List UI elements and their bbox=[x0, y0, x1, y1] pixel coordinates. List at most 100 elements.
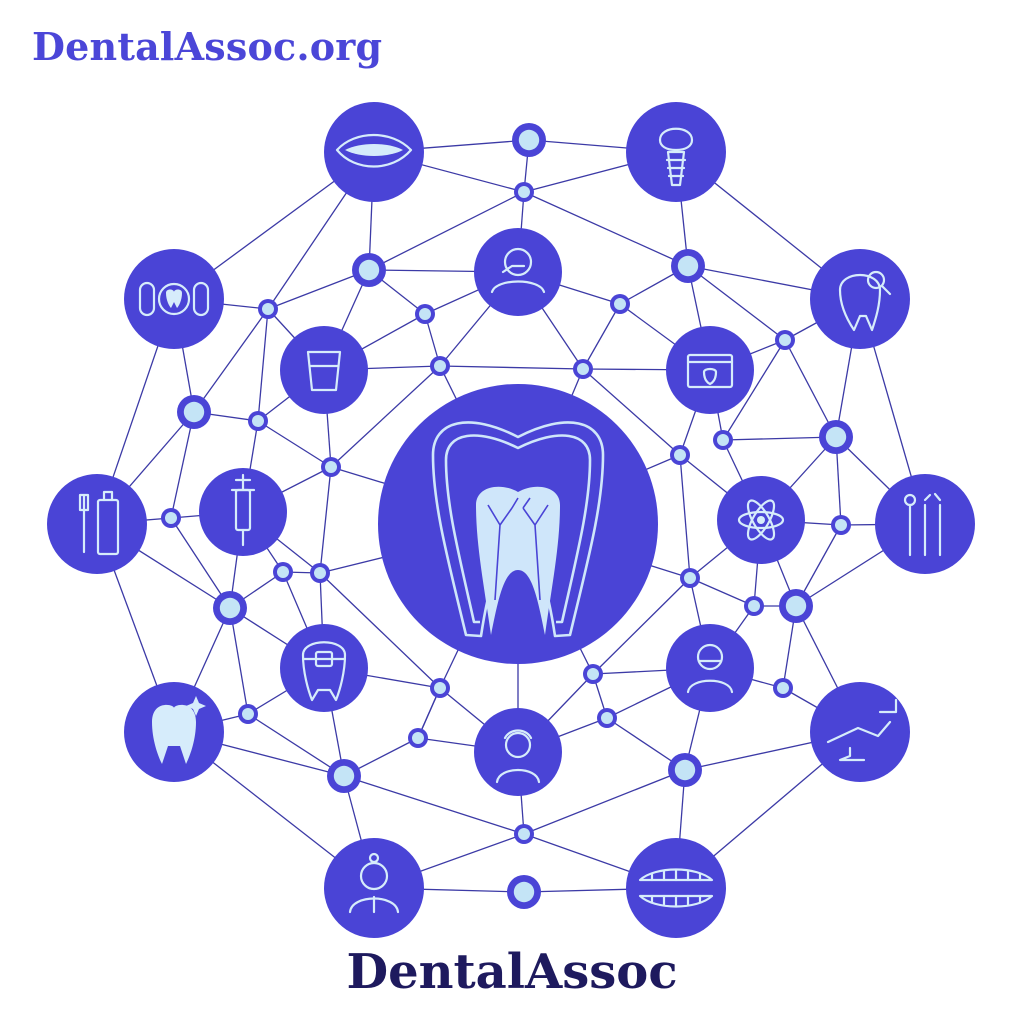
junction-dot bbox=[671, 249, 705, 283]
network-edge bbox=[257, 420, 332, 468]
junction-dot bbox=[177, 395, 211, 429]
network-edge bbox=[247, 713, 345, 777]
junction-dot bbox=[430, 356, 450, 376]
junction-dot bbox=[352, 253, 386, 287]
toothbrush-toothpaste-icon bbox=[78, 490, 120, 556]
tooth-braces-icon bbox=[301, 641, 347, 702]
node-tools bbox=[875, 474, 975, 574]
node-smile bbox=[324, 102, 424, 202]
junction-dot bbox=[514, 824, 534, 844]
junction-dot bbox=[415, 304, 435, 324]
dental-xray-screen-icon bbox=[686, 353, 734, 389]
node-braces bbox=[280, 624, 368, 712]
network-edge bbox=[722, 339, 786, 441]
network-edge bbox=[439, 365, 584, 370]
junction-dot bbox=[248, 411, 268, 431]
node-surgeon bbox=[666, 624, 754, 712]
network-junction-dots bbox=[161, 123, 853, 909]
node-dentist-woman bbox=[474, 708, 562, 796]
junction-dot bbox=[597, 708, 617, 728]
brand-title: DentalAssoc bbox=[346, 944, 678, 1000]
dental-surgeon-icon bbox=[686, 643, 734, 694]
node-brushing bbox=[474, 228, 562, 316]
network-edge bbox=[343, 775, 525, 835]
network-edge bbox=[170, 411, 195, 519]
network-edge bbox=[689, 577, 755, 607]
junction-dot bbox=[310, 563, 330, 583]
junction-dot bbox=[713, 430, 733, 450]
person-brushing-teeth-icon bbox=[490, 247, 546, 294]
node-clean bbox=[124, 682, 224, 782]
anesthesia-syringe-icon bbox=[230, 473, 256, 547]
junction-dot bbox=[775, 330, 795, 350]
network-edge bbox=[193, 308, 269, 413]
site-url[interactable]: DentalAssoc.org bbox=[32, 24, 383, 69]
junction-dot bbox=[583, 664, 603, 684]
network-edge bbox=[319, 572, 441, 689]
tooth-root-canal-icon bbox=[431, 421, 605, 638]
network-edge bbox=[523, 191, 689, 267]
junction-dot bbox=[514, 182, 534, 202]
network-edge bbox=[319, 466, 332, 574]
junction-dot bbox=[773, 678, 793, 698]
junction-dot bbox=[161, 508, 181, 528]
junction-dot bbox=[512, 123, 546, 157]
network-edge bbox=[170, 517, 231, 609]
network-edge bbox=[784, 339, 837, 438]
junction-dot bbox=[831, 515, 851, 535]
junction-dot bbox=[744, 596, 764, 616]
junction-dot bbox=[779, 589, 813, 623]
node-pills bbox=[124, 249, 224, 349]
network-edge bbox=[267, 269, 370, 310]
dental-chair-icon bbox=[826, 698, 898, 762]
network-edge bbox=[257, 308, 269, 422]
clean-tooth-sparkle-icon bbox=[152, 696, 206, 764]
junction-dot bbox=[213, 591, 247, 625]
junction-dot bbox=[321, 457, 341, 477]
junction-dot bbox=[258, 299, 278, 319]
junction-dot bbox=[670, 445, 690, 465]
dental-tools-icon bbox=[903, 492, 942, 557]
junction-dot bbox=[327, 759, 361, 793]
dentures-icon bbox=[638, 868, 714, 908]
junction-dot bbox=[238, 704, 258, 724]
pills-tooth-icon bbox=[138, 281, 210, 317]
node-toothbrush bbox=[47, 474, 147, 574]
network-edge bbox=[582, 368, 681, 456]
network-edge bbox=[679, 454, 691, 579]
dentist-woman-icon bbox=[495, 729, 541, 784]
junction-dot bbox=[507, 875, 541, 909]
network-edge bbox=[368, 191, 525, 271]
network-edge bbox=[592, 577, 691, 675]
node-dentures bbox=[626, 838, 726, 938]
junction-dot bbox=[273, 562, 293, 582]
center-hub bbox=[378, 384, 658, 664]
junction-dot bbox=[668, 753, 702, 787]
network-edge bbox=[330, 365, 441, 468]
junction-dot bbox=[573, 359, 593, 379]
junction-dot bbox=[430, 678, 450, 698]
junction-dot bbox=[408, 728, 428, 748]
node-enamel bbox=[810, 249, 910, 349]
junction-dot bbox=[680, 568, 700, 588]
smile-teeth-icon bbox=[335, 133, 413, 168]
node-xray bbox=[666, 326, 754, 414]
node-cup bbox=[280, 326, 368, 414]
rinse-cup-icon bbox=[306, 350, 342, 392]
network-edge bbox=[229, 607, 249, 715]
dental-implant-icon bbox=[658, 127, 694, 187]
network-edge bbox=[523, 769, 686, 835]
node-dentist-man bbox=[324, 838, 424, 938]
network-edge bbox=[687, 265, 786, 341]
node-chair bbox=[810, 682, 910, 782]
node-atom bbox=[717, 476, 805, 564]
atom-tooth-icon bbox=[737, 499, 785, 541]
network-edge bbox=[722, 436, 837, 441]
node-syringe bbox=[199, 468, 287, 556]
junction-dot bbox=[819, 420, 853, 454]
tooth-magnifier-icon bbox=[838, 270, 892, 332]
dentist-man-icon bbox=[348, 852, 400, 914]
network-edge bbox=[582, 303, 621, 370]
junction-dot bbox=[610, 294, 630, 314]
